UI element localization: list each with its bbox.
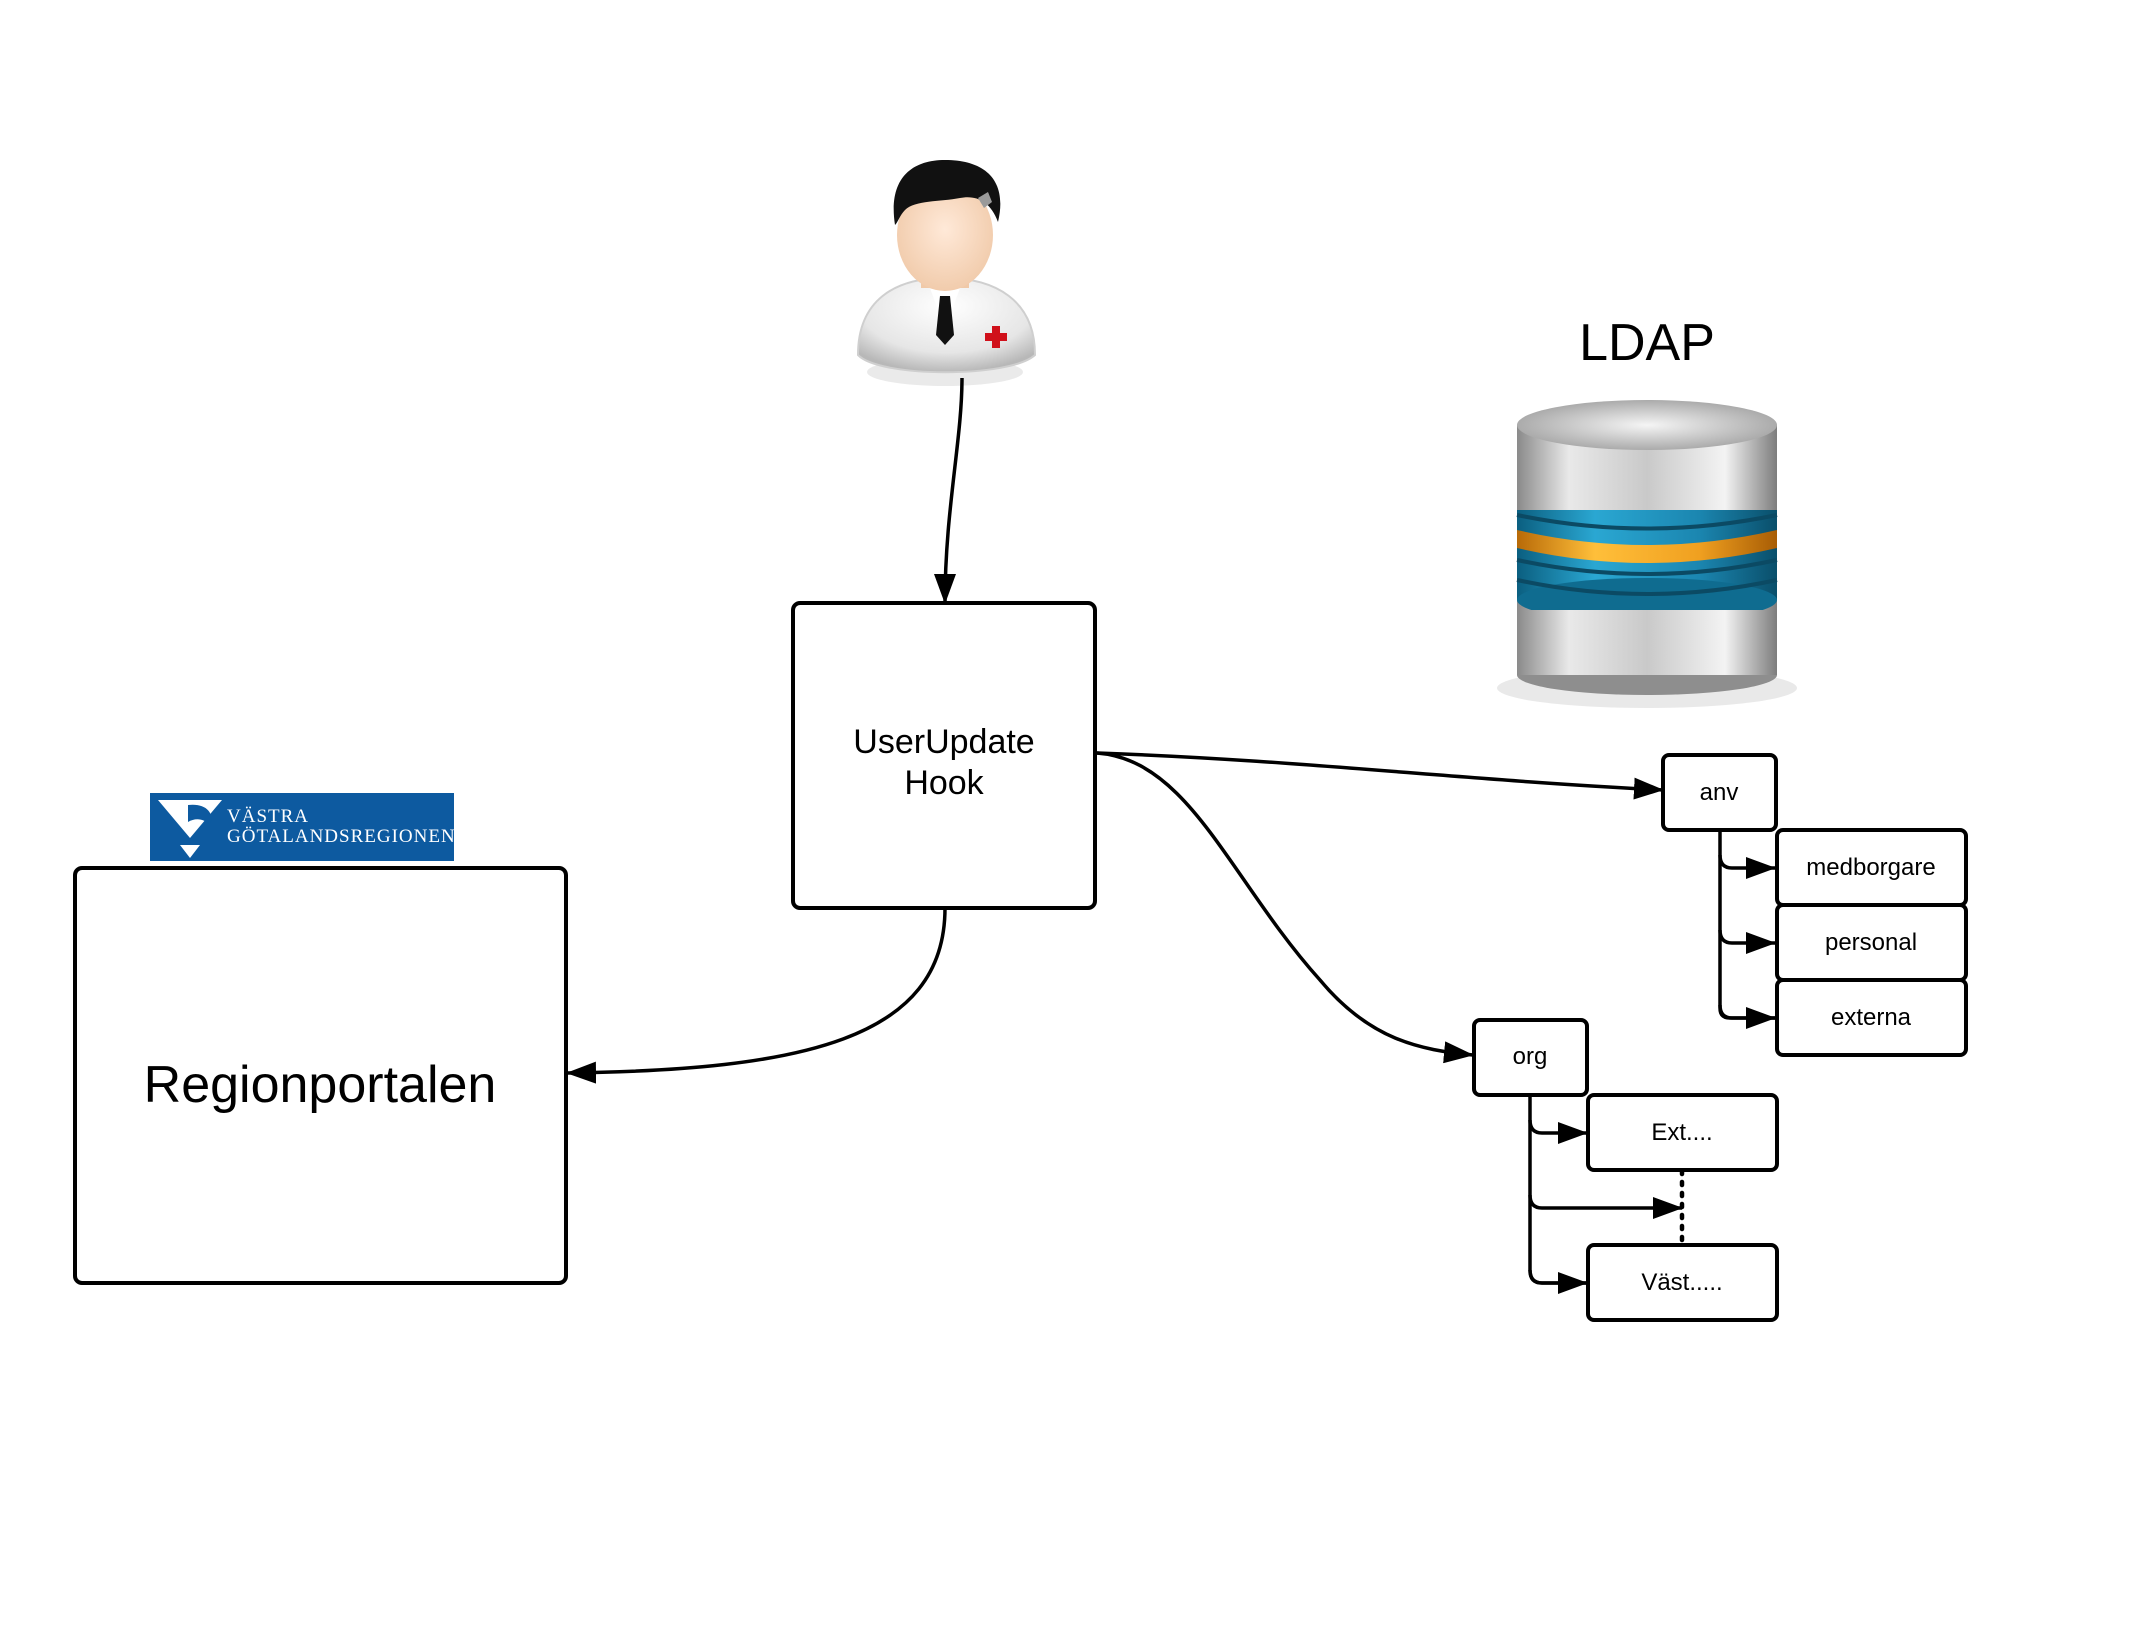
externa-node: externa <box>1775 978 1968 1057</box>
edge-org-ext <box>1528 1119 1588 1144</box>
database-icon <box>1497 400 1797 708</box>
edge-anv-medborgare <box>1718 854 1776 879</box>
edge-org-middle <box>1528 1194 1683 1219</box>
edge-hook-to-anv <box>1096 751 1664 800</box>
edge-org-tree <box>1528 1093 1587 1285</box>
edge-hook-to-org <box>1096 751 1474 1064</box>
vast-node: Väst..... <box>1586 1243 1779 1322</box>
edge-anv-externa <box>1718 1004 1776 1029</box>
ldap-title: LDAP <box>1579 314 1715 372</box>
vast-label: Väst..... <box>1641 1269 1722 1296</box>
externa-label: externa <box>1831 1004 1912 1031</box>
edge-anv-tree <box>1718 828 1775 1020</box>
logo-line2: GÖTALANDSREGIONEN <box>227 826 456 847</box>
anv-label: anv <box>1700 779 1739 806</box>
ext-node: Ext.... <box>1586 1093 1779 1172</box>
regionportalen-node: Regionportalen <box>73 866 568 1285</box>
red-cross-icon <box>985 326 1007 348</box>
edge-hook-to-portal <box>566 907 947 1084</box>
ext-label: Ext.... <box>1651 1119 1712 1146</box>
vgr-logo: VÄSTRA GÖTALANDSREGIONEN <box>150 793 456 861</box>
personal-node: personal <box>1775 903 1968 982</box>
edge-user-to-hook <box>934 377 964 604</box>
personal-label: personal <box>1825 929 1917 956</box>
medborgare-label: medborgare <box>1806 854 1935 881</box>
anv-node: anv <box>1661 753 1778 832</box>
org-label: org <box>1513 1043 1548 1070</box>
vgr-emblem-icon <box>158 800 222 858</box>
regionportalen-label: Regionportalen <box>144 1056 497 1114</box>
org-node: org <box>1472 1018 1589 1097</box>
hook-label-line1: UserUpdate <box>853 723 1034 761</box>
userupdate-hook-node: UserUpdate Hook <box>791 601 1097 910</box>
doctor-user-icon <box>856 160 1037 386</box>
edge-org-vast <box>1528 1269 1588 1294</box>
hook-label-line2: Hook <box>904 764 984 802</box>
edge-anv-personal <box>1718 929 1776 954</box>
logo-line1: VÄSTRA <box>227 806 309 827</box>
medborgare-node: medborgare <box>1775 828 1968 907</box>
